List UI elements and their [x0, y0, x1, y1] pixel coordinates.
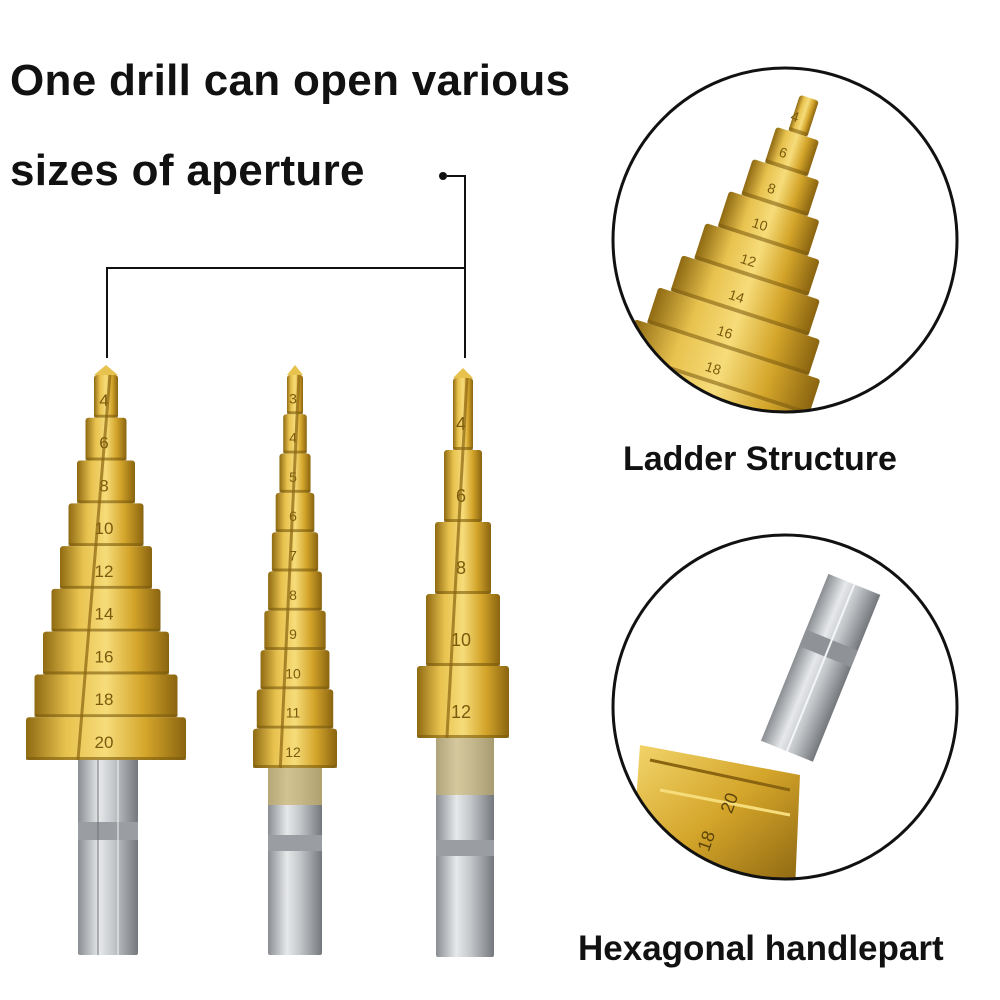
large-drill-step	[43, 631, 169, 675]
small-drill-flute	[445, 377, 469, 739]
large-drill-size-label: 16	[95, 647, 114, 666]
small-drill-step-edge	[435, 591, 491, 594]
large-drill-step	[26, 717, 186, 760]
medium-drill-size-label: 8	[289, 587, 297, 603]
large-drill-step	[77, 460, 135, 504]
large-drill-step	[68, 503, 144, 547]
caption-hexagonal-handle: Hexagonal handlepart	[578, 929, 944, 968]
zoom-ladder-size-label: 10	[750, 214, 770, 234]
medium-drill-step	[260, 650, 330, 690]
large-drill-size-label: 20	[95, 733, 114, 752]
zoom-ladder-size-label: 18	[703, 358, 723, 378]
large-drill-step-edge	[43, 671, 169, 675]
small-drill-step	[426, 594, 500, 666]
large-drill-step-edge	[77, 500, 135, 504]
medium-drill-size-label: 10	[285, 665, 301, 681]
medium-drill-size-label: 3	[289, 390, 297, 406]
zoom-ladder-size-label: 14	[727, 286, 747, 306]
large-drill-size-label: 14	[95, 605, 114, 624]
medium-drill-step-edge	[287, 411, 303, 415]
zoom-ladder-size-label: 12	[738, 250, 758, 270]
caption-ladder-structure: Ladder Structure	[623, 440, 897, 478]
zoom-ladder-step	[694, 223, 820, 296]
small-drill-size-label: 12	[451, 702, 471, 722]
small-drill-step	[417, 666, 509, 738]
medium-drill-step-edge	[279, 489, 311, 493]
zoom-ladder-step-edge	[764, 158, 809, 177]
large-drill-tip	[94, 365, 118, 375]
medium-drill-size-label: 11	[286, 705, 301, 721]
medium-drill-step-edge	[271, 568, 319, 572]
zoom-ladder-step	[624, 319, 820, 412]
large-drill-step-edge	[34, 714, 178, 718]
medium-drill-step-edge	[260, 686, 330, 690]
zoom-ladder-step-edge	[717, 223, 810, 257]
large-drill-step-edge	[68, 543, 144, 547]
large-drill-step	[34, 674, 178, 718]
medium-drill-step	[253, 728, 337, 768]
large-drill-flute	[76, 374, 112, 761]
small-drill-size-label: 8	[456, 558, 466, 578]
medium-drill-step-edge	[264, 647, 326, 651]
medium-drill-size-label: 12	[285, 744, 301, 760]
large-drill-step-edge	[51, 628, 161, 632]
large-drill-step	[60, 546, 152, 589]
medium-drill-step	[264, 610, 326, 651]
small-drill-step	[444, 450, 482, 522]
zoom-ladder-step-edge	[670, 287, 810, 336]
large-drill-size-label: 8	[99, 476, 108, 495]
medium-drill-step	[271, 532, 319, 572]
zoom-ladder-step-edge	[646, 319, 810, 376]
headline-line-2: sizes of aperture	[10, 146, 365, 195]
medium-drill-size-label: 9	[289, 626, 297, 642]
large-drill-size-label: 4	[99, 391, 108, 410]
zoom-ladder-step	[671, 255, 820, 336]
large-drill-step-edge	[26, 757, 186, 760]
zoom-ladder-step	[741, 159, 819, 216]
medium-drill-step-edge	[256, 725, 334, 729]
medium-drill-step	[256, 689, 334, 729]
zoom-ladder-step-edge	[694, 255, 810, 297]
small-drill-step-edge	[417, 735, 509, 738]
large-drill-step	[51, 588, 161, 632]
small-drill-step	[435, 522, 491, 594]
large-drill-size-label: 12	[95, 562, 114, 581]
medium-drill-size-label: 7	[289, 547, 297, 563]
small-drill-step-edge	[426, 663, 500, 666]
large-drill-step-edge	[85, 457, 127, 461]
small-drill-size-label: 4	[456, 414, 466, 434]
zoom-ladder-step	[647, 287, 820, 375]
large-drill-step	[94, 375, 118, 418]
large-drill-size-label: 18	[95, 690, 114, 709]
zoom-ladder-size-label: 16	[715, 322, 735, 342]
medium-drill-flute	[278, 374, 301, 769]
small-drill-step	[453, 378, 473, 450]
medium-drill-size-label: 4	[289, 430, 297, 446]
headline-line-1: One drill can open various	[10, 56, 571, 105]
medium-drill-step-edge	[268, 607, 322, 611]
small-drill-size-label: 10	[451, 630, 471, 650]
callout-connector	[106, 172, 466, 358]
medium-drill-step-edge	[253, 765, 337, 768]
zoom-ladder-size-label: 20	[692, 394, 712, 414]
large-drill-step-edge	[60, 585, 152, 589]
small-drill-step-edge	[444, 519, 482, 522]
medium-drill-tip	[287, 365, 303, 375]
small-drill-tip	[453, 368, 473, 378]
zoom-ladder-step-edge	[741, 190, 809, 217]
zoom-ladder-step	[718, 191, 819, 256]
large-drill-size-label: 10	[95, 519, 114, 538]
zoom-ladder-step	[789, 95, 819, 137]
medium-drill-step	[268, 571, 322, 611]
medium-drill-step-edge	[275, 529, 315, 533]
medium-drill-step	[275, 492, 315, 533]
zoom-ladder-step-edge	[788, 126, 809, 137]
